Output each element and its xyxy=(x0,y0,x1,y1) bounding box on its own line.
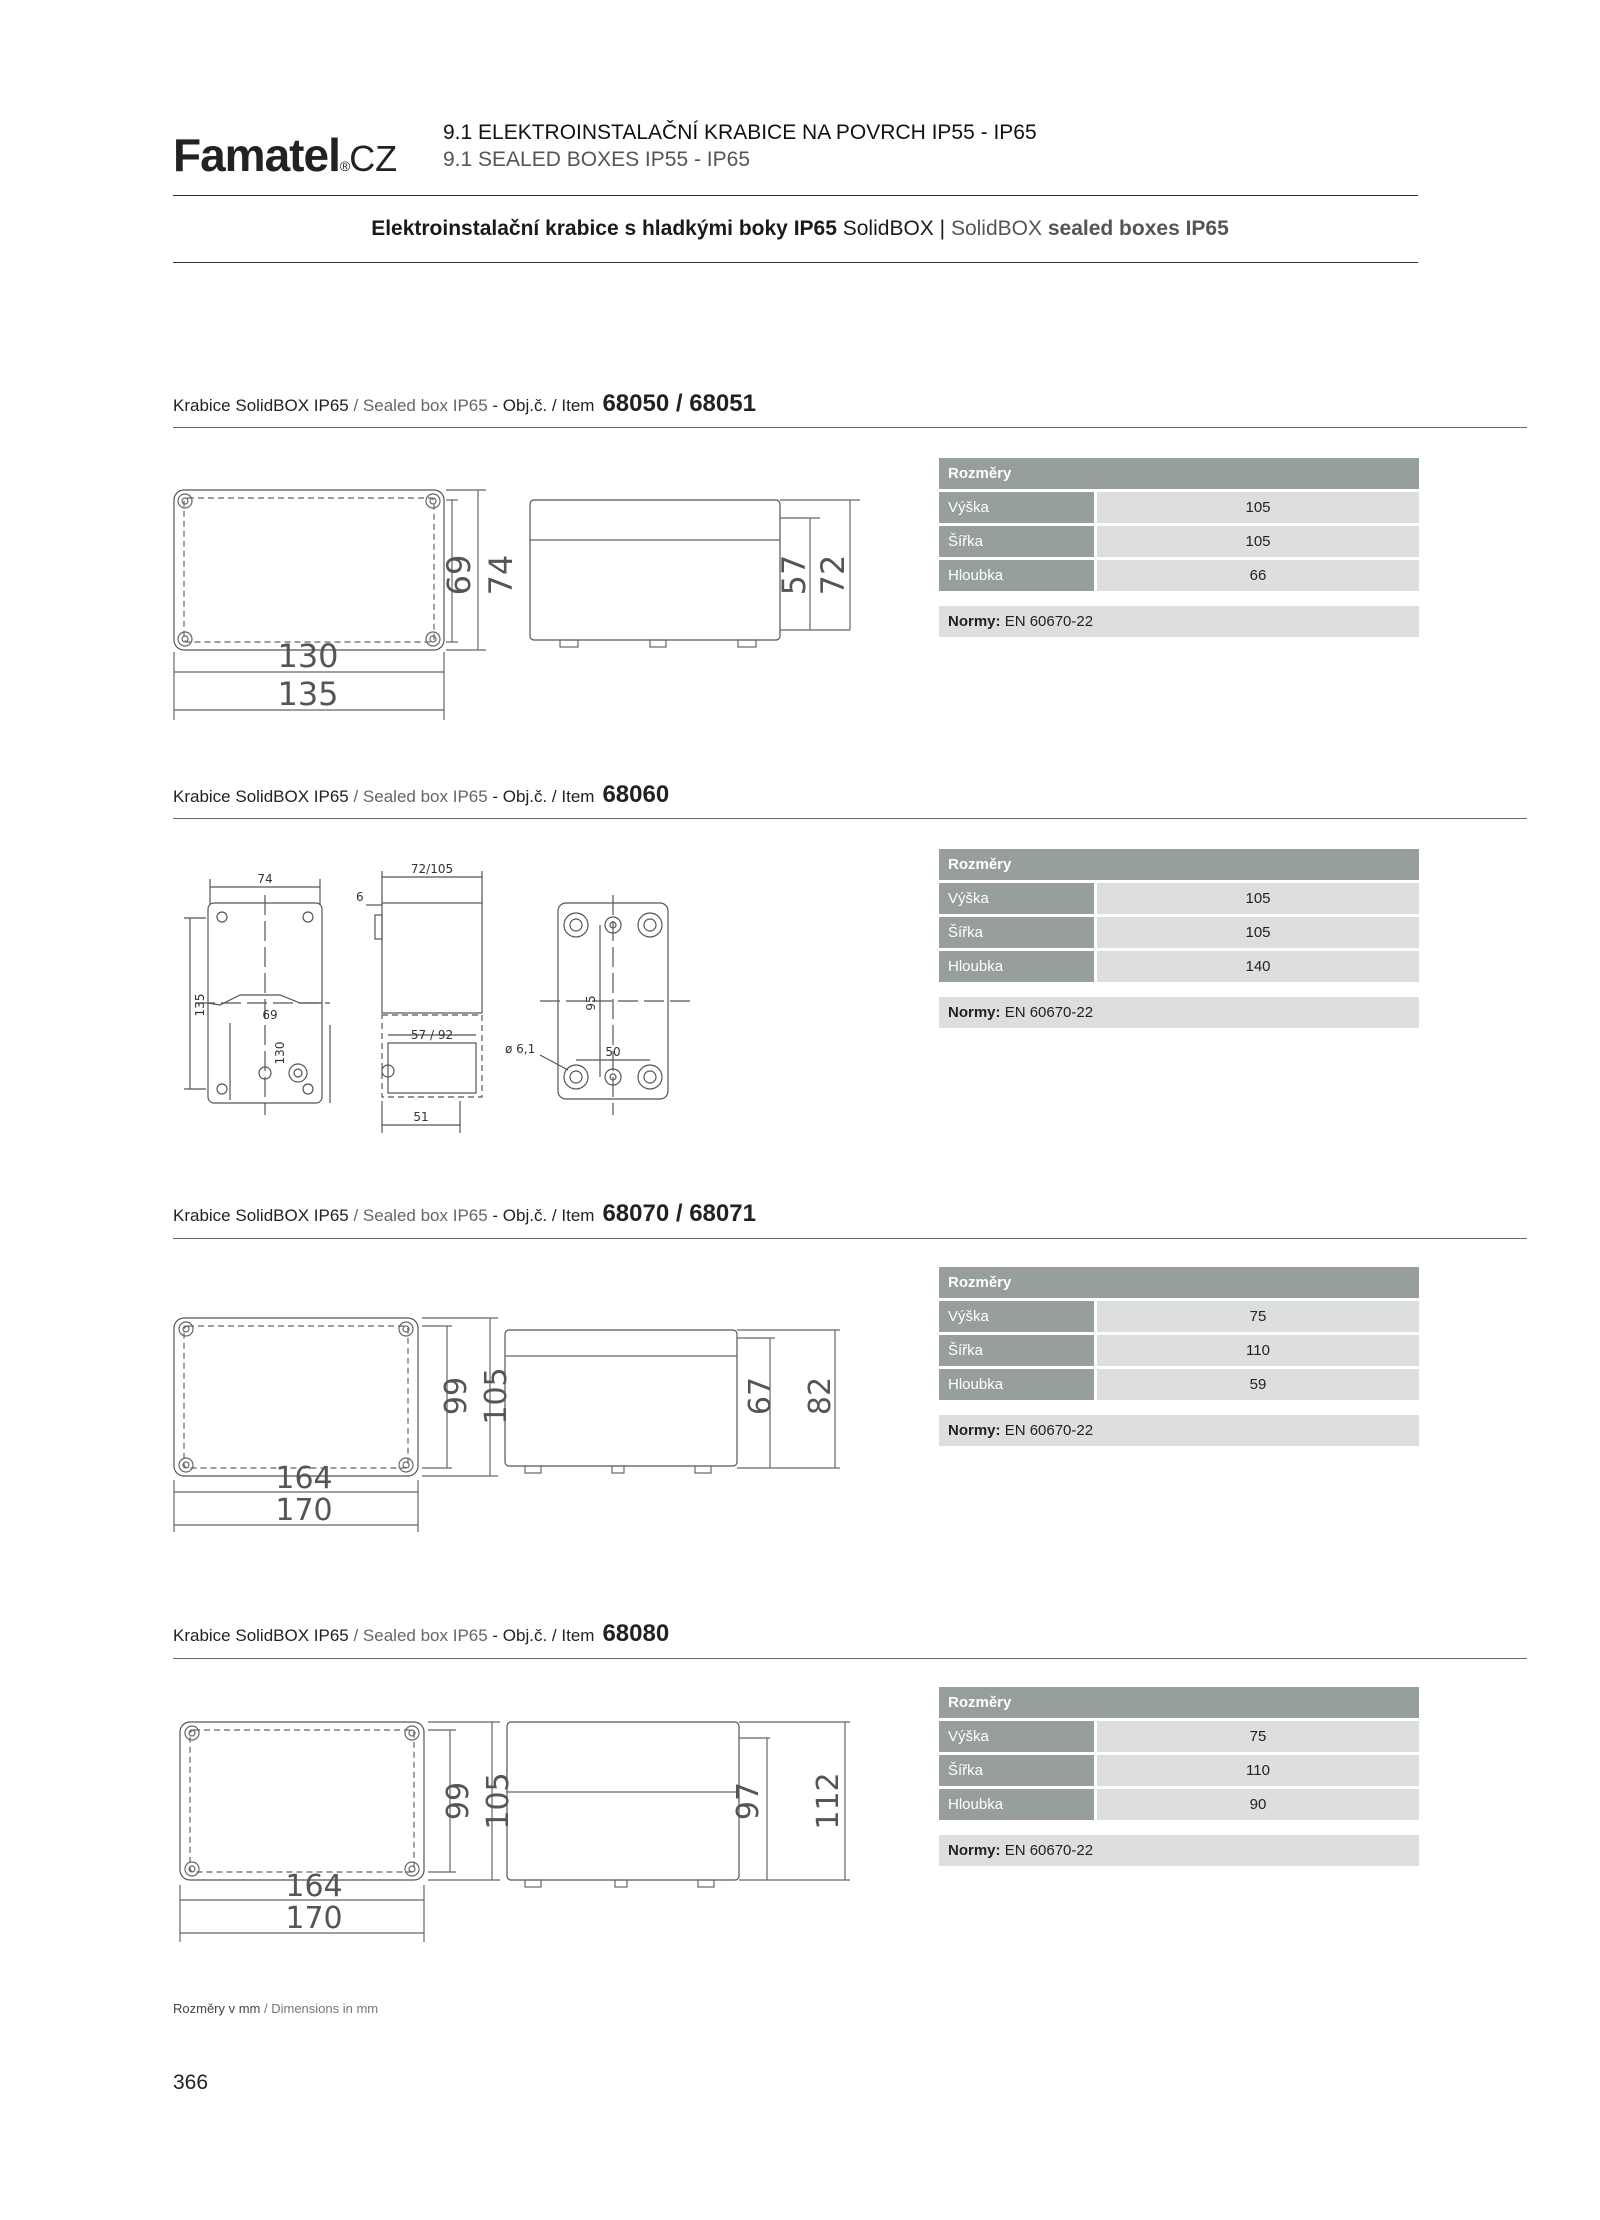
dim-outer-width: 135 xyxy=(277,675,338,713)
section-divider xyxy=(173,1658,1527,1659)
technical-drawing-68060: 74 135 69 130 6 72/105 57 / 92 51 95 50 … xyxy=(184,862,690,1133)
dim-51: 51 xyxy=(413,1110,428,1124)
chapter-title-cz: 9.1 ELEKTROINSTALAČNÍ KRABICE NA POVRCH … xyxy=(443,121,1037,144)
header-divider xyxy=(173,195,1418,196)
spec-norm: Normy: EN 60670-22 xyxy=(939,1835,1419,1866)
dim-outer-height: 105 xyxy=(479,1367,514,1424)
dimensions-note: Rozměry v mm / Dimensions in mm xyxy=(173,2001,379,2016)
dim-side-inner: 97 xyxy=(731,1782,766,1820)
dim-72-105: 72/105 xyxy=(411,862,453,876)
dim-135: 135 xyxy=(193,994,207,1017)
technical-drawing-68070: 164 170 99 105 67 82 xyxy=(173,1317,840,1532)
dim-95: 95 xyxy=(584,995,598,1010)
technical-drawing-68080: 164 170 99 105 97 112 xyxy=(179,1721,850,1942)
spec-norm: Normy: EN 60670-22 xyxy=(939,606,1419,637)
section-title: Krabice SolidBOX IP65 / Sealed box IP65 … xyxy=(173,390,756,417)
spec-norm: Normy: EN 60670-22 xyxy=(939,1415,1419,1446)
section-divider xyxy=(173,427,1527,428)
dim-57-92: 57 / 92 xyxy=(411,1028,453,1042)
dim-69: 69 xyxy=(262,1008,277,1022)
dim-side-outer: 82 xyxy=(803,1377,838,1415)
section-divider xyxy=(173,818,1527,819)
dim-inner-height: 99 xyxy=(441,1782,476,1820)
section-title: Krabice SolidBOX IP65 / Sealed box IP65 … xyxy=(173,781,670,808)
section-title: Krabice SolidBOX IP65 / Sealed box IP65 … xyxy=(173,1620,670,1647)
page-number: 366 xyxy=(173,2071,209,2094)
spec-header: Rozměry xyxy=(939,1687,1419,1718)
brand-logo: Famatel®CZ xyxy=(173,129,398,181)
dim-50: 50 xyxy=(605,1045,620,1059)
spec-norm: Normy: EN 60670-22 xyxy=(939,997,1419,1028)
dim-outer-height: 105 xyxy=(481,1772,516,1829)
dim-side-inner: 67 xyxy=(743,1377,778,1415)
dim-inner-height: 69 xyxy=(440,555,478,596)
dim-inner-width: 164 xyxy=(275,1461,332,1496)
dim-inner-height: 99 xyxy=(439,1377,474,1415)
section-title: Krabice SolidBOX IP65 / Sealed box IP65 … xyxy=(173,1200,756,1227)
spec-header: Rozměry xyxy=(939,849,1419,880)
page-subtitle: Elektroinstalační krabice s hladkými bok… xyxy=(371,217,1229,240)
dim-side-outer: 72 xyxy=(814,555,852,596)
dim-side-outer: 112 xyxy=(811,1772,846,1829)
spec-header: Rozměry xyxy=(939,458,1419,489)
dim-74: 74 xyxy=(257,872,272,886)
dim-inner-width: 164 xyxy=(285,1869,342,1904)
section-divider xyxy=(173,1238,1527,1239)
dim-outer-height: 74 xyxy=(482,555,520,596)
dim-outer-width: 170 xyxy=(275,1493,332,1528)
technical-drawing-68050: 130 135 69 74 57 72 xyxy=(173,489,860,720)
subtitle-divider xyxy=(173,262,1418,263)
dim-side-inner: 57 xyxy=(775,555,813,596)
dim-outer-width: 170 xyxy=(285,1901,342,1936)
dim-6: 6 xyxy=(356,890,364,904)
dim-phi: ø 6,1 xyxy=(505,1042,535,1056)
spec-header: Rozměry xyxy=(939,1267,1419,1298)
dim-130: 130 xyxy=(273,1042,287,1065)
chapter-title-en: 9.1 SEALED BOXES IP55 - IP65 xyxy=(443,148,750,171)
dim-inner-width: 130 xyxy=(277,637,338,675)
